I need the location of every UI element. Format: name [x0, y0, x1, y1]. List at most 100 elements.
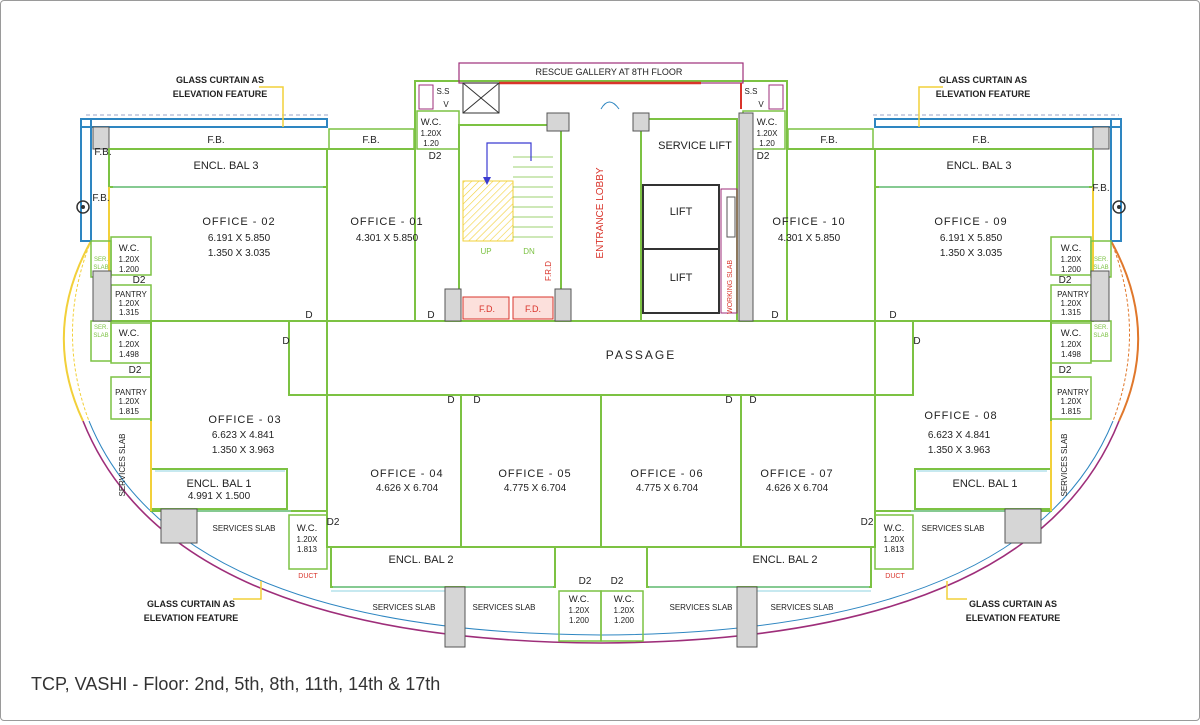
- services-slab-label: SERVICES SLAB: [771, 603, 834, 612]
- wc-dims: 1.20X: [884, 535, 906, 544]
- ser-slab-label: SLAB: [93, 333, 108, 339]
- right-glass-arc: [1110, 240, 1140, 422]
- wc-label: W.C.: [1061, 243, 1082, 254]
- office-02-dims-1: 6.191 X 5.850: [208, 233, 271, 244]
- stair-dn-label: DN: [523, 247, 535, 256]
- ser-slab-label: SER.: [1094, 325, 1108, 331]
- pantry-dims: 1.20X: [1061, 299, 1083, 308]
- stair-up-label: UP: [480, 247, 491, 256]
- fb-label: F.B.: [92, 193, 109, 204]
- office-05-title: OFFICE - 05: [498, 468, 571, 480]
- encl-bal-1-right: ENCL. BAL 1: [952, 478, 1017, 490]
- pantry-label: PANTRY: [1057, 388, 1089, 397]
- wc-label: W.C.: [297, 523, 318, 534]
- encl-bal-2-left: ENCL. BAL 2: [388, 554, 453, 566]
- ser-slab-label: SER.: [94, 325, 108, 331]
- wc-dims: 1.20X: [614, 606, 636, 615]
- door-d2-label: D2: [129, 365, 142, 376]
- fb-label: F.B.: [207, 135, 224, 146]
- wc-dims: 1.20X: [119, 255, 141, 264]
- office-01-title: OFFICE - 01: [350, 216, 423, 228]
- callout-glass-tr-1: GLASS CURTAIN AS: [939, 75, 1027, 85]
- wc-label: W.C.: [119, 243, 140, 254]
- wc-dims: 1.20X: [757, 129, 779, 138]
- office-09-dims-2: 1.350 X 3.035: [940, 248, 1003, 259]
- wc-dims: 1.498: [1061, 350, 1082, 359]
- office-07-dims: 4.626 X 6.704: [766, 483, 829, 494]
- wc-dims: 1.20X: [421, 129, 443, 138]
- rescue-gallery-label: RESCUE GALLERY AT 8TH FLOOR: [536, 67, 683, 77]
- office-09-dims-1: 6.191 X 5.850: [940, 233, 1003, 244]
- services-slab-label: SERVICES SLAB: [670, 603, 733, 612]
- wc-dims: 1.498: [119, 350, 140, 359]
- encl-bal-3-right: ENCL. BAL 3: [946, 160, 1011, 172]
- pantry-dims: 1.315: [119, 308, 140, 317]
- left-glass-arc: [62, 240, 92, 422]
- ser-slab-label: SLAB: [1093, 265, 1108, 271]
- pantry-dims: 1.20X: [119, 299, 141, 308]
- fb-label: F.B.: [1092, 183, 1109, 194]
- encl-bal-1-dims: 4.991 X 1.500: [188, 491, 251, 502]
- services-slab-label: SERVICES SLAB: [473, 603, 536, 612]
- pantry-dims: 1.315: [1061, 308, 1082, 317]
- ser-slab-label: SLAB: [93, 265, 108, 271]
- door-d-label: D: [749, 395, 756, 406]
- fb-label: F.B.: [362, 135, 379, 146]
- entrance-lobby-label: ENTRANCE LOBBY: [595, 167, 606, 258]
- door-d2-label: D2: [757, 151, 770, 162]
- encl-bal-2-right: ENCL. BAL 2: [752, 554, 817, 566]
- office-09-title: OFFICE - 09: [934, 216, 1007, 228]
- pantry-dims: 1.20X: [1061, 397, 1083, 406]
- fire-door-label: F.D.: [525, 304, 541, 314]
- office-04-dims: 4.626 X 6.704: [376, 483, 439, 494]
- pantry-dims: 1.20X: [119, 397, 141, 406]
- services-slab-label: SERVICES SLAB: [922, 524, 985, 533]
- door-d2-label: D2: [429, 151, 442, 162]
- door-d-label: D: [305, 310, 312, 321]
- wc-dims: 1.20X: [297, 535, 319, 544]
- fb-label: F.B.: [94, 147, 111, 158]
- pantry-label: PANTRY: [115, 290, 147, 299]
- frd-label: F.R.D: [544, 261, 553, 281]
- office-03-dims-1: 6.623 X 4.841: [212, 430, 275, 441]
- services-slab-vertical: SERVICES SLAB: [118, 434, 127, 497]
- office-08-title: OFFICE - 08: [924, 410, 997, 422]
- door-d-label: D: [771, 310, 778, 321]
- callout-glass-tr-2: ELEVATION FEATURE: [936, 89, 1031, 99]
- lift-label: LIFT: [670, 272, 693, 284]
- door-d2-label: D2: [1059, 275, 1072, 286]
- v-label: V: [758, 100, 764, 109]
- services-slab-label: SERVICES SLAB: [213, 524, 276, 533]
- wc-dims: 1.20X: [1061, 255, 1083, 264]
- door-d2-label: D2: [1059, 365, 1072, 376]
- callout-glass-tl-1: GLASS CURTAIN AS: [176, 75, 264, 85]
- wc-dims: 1.200: [569, 616, 590, 625]
- door-d2-label: D2: [327, 517, 340, 528]
- door-d2-label: D2: [611, 576, 624, 587]
- office-03-title: OFFICE - 03: [208, 414, 281, 426]
- pantry-label: PANTRY: [1057, 290, 1089, 299]
- door-d2-label: D2: [133, 275, 146, 286]
- door-d-label: D: [725, 395, 732, 406]
- wc-dims: 1.20: [423, 139, 439, 148]
- office-03-dims-2: 1.350 X 3.963: [212, 445, 275, 456]
- plan-caption: TCP, VASHI - Floor: 2nd, 5th, 8th, 11th,…: [31, 674, 441, 694]
- callout-glass-bl-2: ELEVATION FEATURE: [144, 613, 239, 623]
- service-lift-label: SERVICE LIFT: [658, 140, 732, 152]
- wc-dims: 1.20: [759, 139, 775, 148]
- door-d2-label: D2: [861, 517, 874, 528]
- wc-label: W.C.: [119, 328, 140, 339]
- v-label: V: [443, 100, 449, 109]
- office-02-dims-2: 1.350 X 3.035: [208, 248, 271, 259]
- ss-label: S.S: [437, 87, 450, 96]
- callout-glass-tl-2: ELEVATION FEATURE: [173, 89, 268, 99]
- ser-slab-label: SER.: [1094, 257, 1108, 263]
- ser-slab-label: SER.: [94, 257, 108, 263]
- door-d-label: D: [447, 395, 454, 406]
- door-d-label: D: [282, 336, 289, 347]
- office-01-dims: 4.301 X 5.850: [356, 233, 419, 244]
- office-08-dims-2: 1.350 X 3.963: [928, 445, 991, 456]
- wc-dims: 1.813: [297, 545, 318, 554]
